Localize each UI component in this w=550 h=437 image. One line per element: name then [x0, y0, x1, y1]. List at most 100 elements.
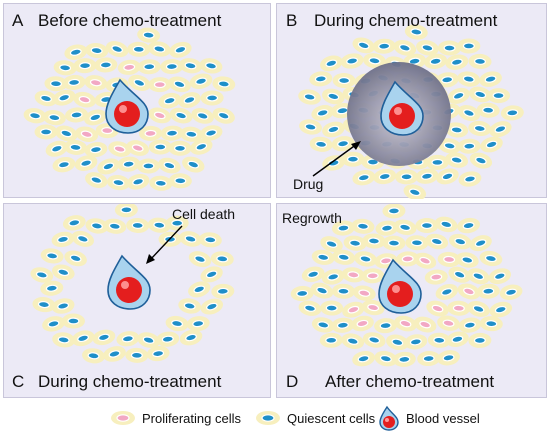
quiescent-cell — [425, 233, 449, 250]
quiescent-cell — [309, 136, 333, 152]
tumor-diagram-c — [30, 204, 235, 364]
proliferating-cell — [342, 301, 365, 318]
quiescent-cell — [165, 315, 189, 332]
quiescent-cell — [468, 86, 492, 103]
quiescent-cell — [117, 156, 141, 172]
panel-d-title: After chemo-treatment — [325, 372, 495, 391]
quiescent-cell — [311, 249, 335, 265]
proliferating-cell — [437, 315, 460, 331]
quiescent-cell — [340, 53, 364, 69]
quiescent-cell — [212, 107, 235, 124]
quiescent-cell — [395, 169, 419, 185]
proliferating-cell — [413, 316, 437, 333]
quiescent-cell — [311, 105, 334, 121]
quiescent-cell — [393, 219, 417, 236]
legend-proliferating-label: Proliferating cells — [142, 410, 241, 426]
quiescent-cell-icon — [256, 411, 280, 425]
quiescent-cell — [445, 122, 469, 138]
quiescent-cell — [136, 158, 160, 174]
quiescent-cell — [299, 119, 322, 135]
proliferating-cell — [341, 267, 365, 283]
proliferating-cell — [351, 315, 374, 332]
quiescent-cell — [479, 250, 503, 267]
quiescent-cell — [341, 333, 365, 349]
quiescent-cell — [447, 87, 470, 104]
quiescent-cell — [322, 121, 345, 138]
quiescent-cell — [52, 156, 76, 173]
blood-vessel — [378, 258, 422, 314]
quiescent-cell — [114, 204, 138, 218]
quiescent-cell — [85, 218, 109, 234]
quiescent-cell — [372, 38, 396, 54]
quiescent-cell — [362, 332, 386, 348]
quiescent-cell — [320, 236, 343, 252]
blood-vessel — [107, 254, 151, 310]
quiescent-cell — [160, 59, 184, 75]
quiescent-cell — [179, 126, 203, 142]
proliferating-cell — [457, 283, 481, 300]
quiescent-cell — [298, 300, 322, 316]
quiescent-cell — [382, 235, 406, 251]
tumor-diagram-d — [290, 204, 523, 367]
quiescent-cell — [126, 217, 150, 233]
legend-quiescent: Quiescent cells — [255, 404, 375, 432]
quiescent-cell — [107, 174, 130, 191]
quiescent-cell — [64, 250, 87, 267]
quiescent-cell — [62, 74, 86, 90]
quiescent-cell — [320, 55, 343, 72]
tumor-diagram-a — [23, 27, 236, 191]
quiescent-cell — [62, 215, 86, 231]
quiescent-cell — [499, 284, 523, 300]
quiescent-cell — [30, 267, 54, 283]
quiescent-cell — [405, 235, 429, 251]
proliferating-cell-icon — [111, 411, 135, 425]
panel-b-letter: B — [286, 11, 298, 30]
quiescent-cell — [61, 313, 85, 329]
quiescent-cell — [310, 282, 334, 299]
drug-arrow — [312, 141, 361, 177]
panel-d: Regrowth D After chemo-treatment — [276, 203, 547, 398]
quiescent-cell — [457, 105, 481, 122]
quiescent-cell — [137, 27, 161, 43]
quiescent-cell — [476, 283, 500, 299]
quiescent-cell — [437, 350, 460, 366]
quiescent-cell — [103, 218, 127, 234]
quiescent-cell — [479, 316, 503, 332]
proliferating-cell — [352, 285, 376, 301]
quiescent-cell — [319, 332, 343, 348]
quiescent-cell — [469, 235, 492, 252]
panel-d-letter: D — [286, 372, 299, 391]
quiescent-cell — [158, 92, 182, 109]
quiescent-cell — [301, 266, 325, 283]
quiescent-cell — [92, 329, 116, 346]
quiescent-cell — [34, 90, 58, 107]
panel-b-title: During chemo-treatment — [314, 11, 498, 30]
quiescent-cell — [332, 283, 356, 299]
quiescent-cell — [103, 346, 126, 362]
quiescent-cell — [469, 152, 493, 169]
quiescent-cell — [64, 44, 88, 60]
quiescent-cell — [322, 155, 346, 171]
quiescent-cell — [416, 40, 439, 56]
proliferating-cell — [396, 251, 420, 267]
quiescent-cell — [343, 235, 367, 251]
quiescent-cell — [476, 102, 500, 118]
proliferating-cell — [394, 315, 417, 332]
quiescent-cell — [34, 124, 58, 140]
quiescent-cell — [311, 317, 335, 333]
quiescent-cell — [200, 266, 223, 283]
quiescent-cell — [178, 92, 201, 108]
quiescent-cell — [82, 348, 105, 364]
quiescent-cell — [352, 169, 376, 186]
quiescent-cell — [73, 58, 97, 74]
quiescent-cell — [51, 231, 75, 248]
quiescent-cell — [199, 125, 223, 141]
quiescent-cell — [434, 216, 458, 233]
quiescent-cell — [127, 41, 151, 57]
quiescent-cell — [438, 138, 462, 154]
proliferating-cell — [437, 251, 461, 267]
quiescent-cell — [352, 37, 375, 54]
quiescent-cell — [149, 175, 173, 191]
quiescent-cell — [331, 317, 355, 333]
quiescent-cell — [189, 73, 213, 90]
